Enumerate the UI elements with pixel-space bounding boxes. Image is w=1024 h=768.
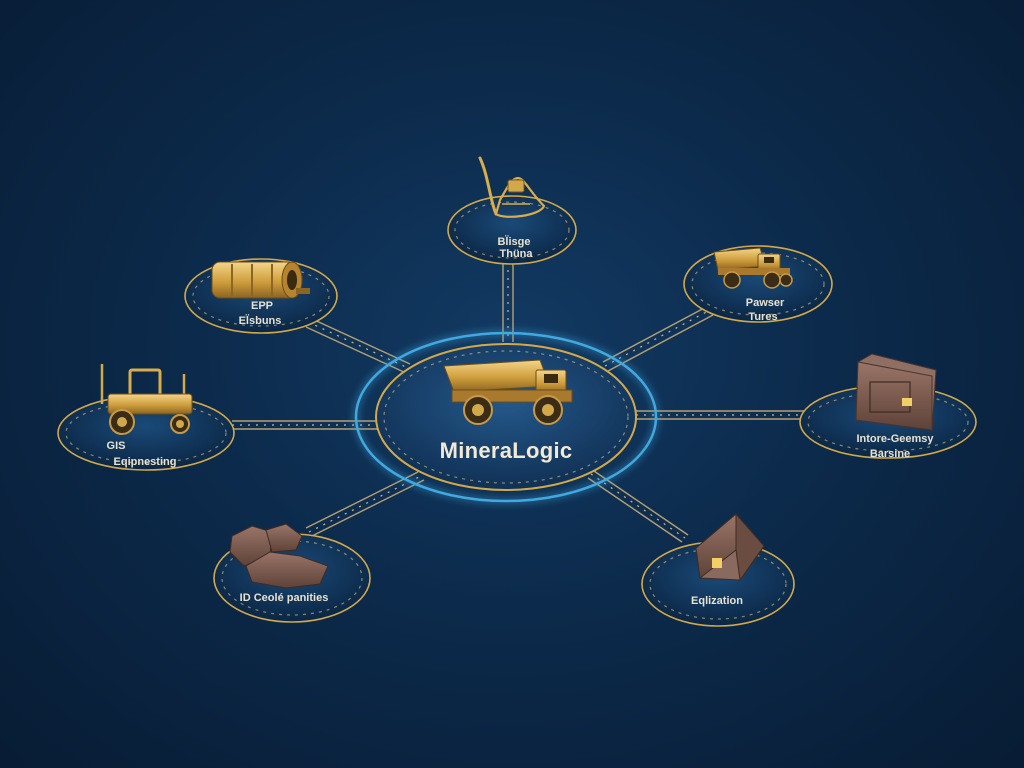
ore-rocks-icon xyxy=(229,523,329,589)
node-label-line1: Eqlization xyxy=(691,595,743,607)
dump-truck-icon xyxy=(713,247,793,289)
node-dash-ring xyxy=(807,392,969,452)
pickaxe-crane-icon xyxy=(478,156,546,218)
node-disc xyxy=(447,195,577,265)
hub-label: MineraLogic xyxy=(440,438,573,463)
node-upper-left[interactable]: EPP El̈sbuns xyxy=(184,258,338,334)
node-top[interactable]: Bl̈isge Thüna xyxy=(447,156,577,265)
node-label-line1: ID Ceolé panities xyxy=(240,592,329,604)
connector-lower-left xyxy=(305,471,425,537)
node-label-line1: EPP xyxy=(251,300,273,312)
mining-truck-icon xyxy=(443,359,573,425)
crusher-drum-icon xyxy=(211,261,310,299)
node-left[interactable]: GIS Eqipnesting xyxy=(57,364,235,471)
node-label-line1: Bl̈isge xyxy=(497,235,530,248)
connector-top xyxy=(502,262,514,342)
node-lower-right[interactable]: Eqlization xyxy=(641,512,795,627)
node-dash-ring xyxy=(691,252,825,316)
node-label-line2: Thüna xyxy=(500,248,534,260)
control-panel-icon xyxy=(855,353,937,431)
connector-left xyxy=(232,420,378,430)
connector-upper-right xyxy=(602,305,714,372)
node-dash-ring xyxy=(192,265,330,327)
node-dash-ring xyxy=(454,201,570,259)
hub-disc xyxy=(375,343,637,491)
node-label-line2: Eqipnesting xyxy=(114,456,177,468)
connector-upper-left xyxy=(305,317,411,374)
hub-node[interactable]: MineraLogic xyxy=(354,331,658,503)
connector-right xyxy=(636,410,804,420)
node-label-line1: GIS xyxy=(107,440,126,452)
connectors xyxy=(232,262,804,543)
node-lower-left[interactable]: ID Ceolé panities xyxy=(213,523,371,623)
connector-lower-right xyxy=(587,470,689,543)
node-label-line1: Intore-Geemsy xyxy=(856,433,934,445)
node-right[interactable]: Intore-Geemsy Barsine xyxy=(799,353,977,460)
node-label-line1: Pawser xyxy=(746,297,785,309)
node-upper-right[interactable]: Pawser Tures xyxy=(683,245,833,323)
storehouse-icon xyxy=(695,512,765,582)
hub-glow-ring xyxy=(354,331,658,503)
node-label-line2: El̈sbuns xyxy=(239,314,282,327)
tractor-icon xyxy=(100,364,193,435)
hub-dash-ring xyxy=(383,350,629,484)
node-label-line2: Tures xyxy=(748,311,777,323)
node-label-line2: Barsine xyxy=(870,448,910,460)
